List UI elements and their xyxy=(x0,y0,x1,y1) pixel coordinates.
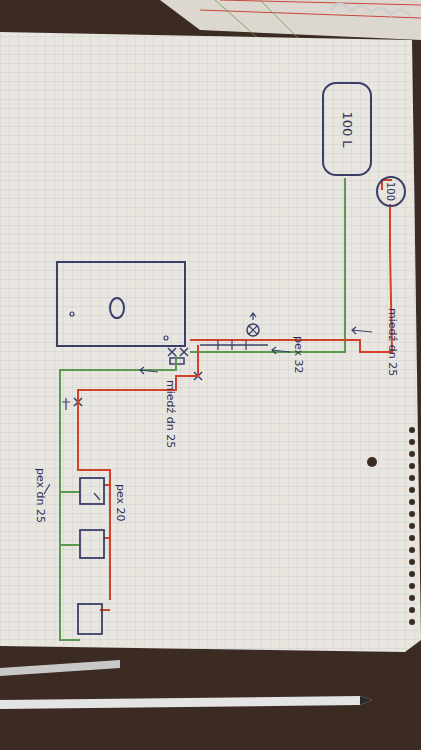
pipe-label: pex 20 xyxy=(114,484,126,522)
circle-mark: 100 xyxy=(376,176,406,207)
node-text: 100 L xyxy=(339,111,354,147)
pipe-label: pex 32 xyxy=(292,336,304,374)
tank-box: 100 L xyxy=(322,82,372,176)
pipe-label: miedź dn 25 xyxy=(386,308,398,376)
pipe-label: pex dn 25 xyxy=(34,468,46,523)
pipe-label: miedź dn 25 xyxy=(164,380,176,448)
node-text: 100 xyxy=(386,182,397,201)
